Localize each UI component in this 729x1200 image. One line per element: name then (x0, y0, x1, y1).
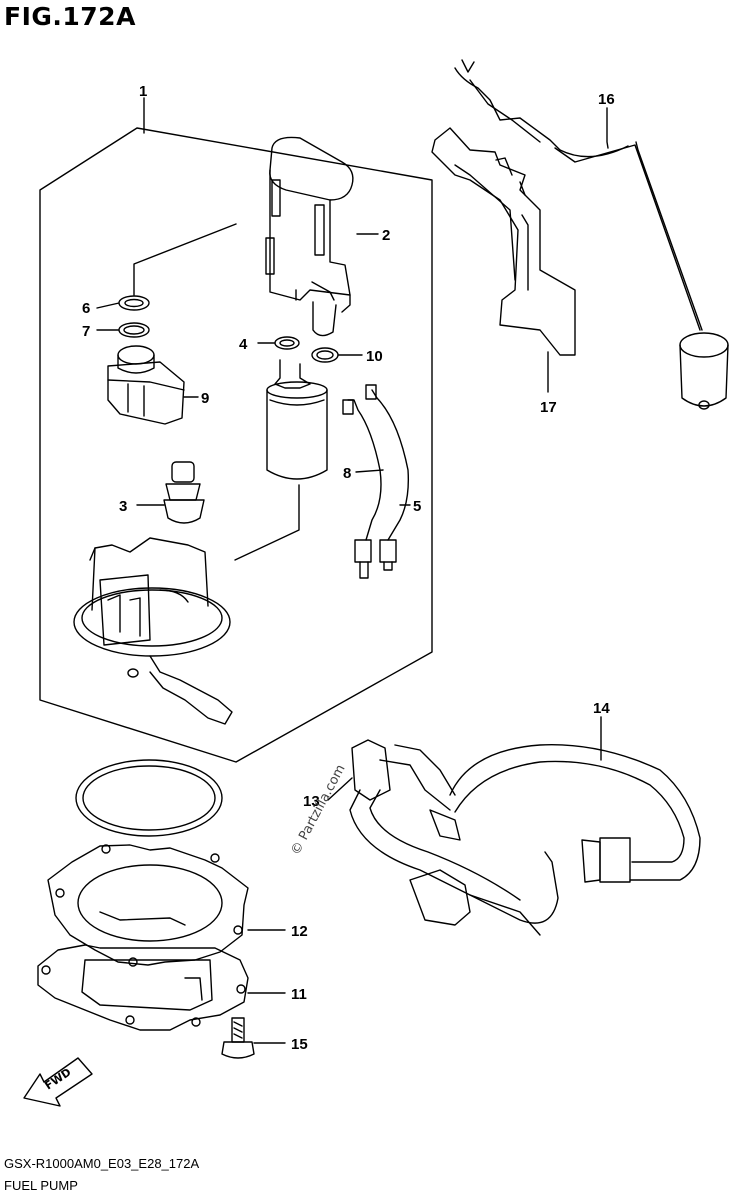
callout-15: 15 (291, 1036, 308, 1053)
callout-10: 10 (366, 348, 383, 365)
callout-labels: 1 2 3 4 5 6 7 8 9 10 11 12 13 14 15 16 1… (82, 83, 615, 1053)
pump-wire-leads-part (342, 384, 410, 579)
pump-holder-bracket-part (265, 136, 354, 337)
pump-filter-cap-part (107, 345, 185, 425)
callout-13: 13 (303, 793, 320, 810)
forward-direction-arrow-icon (23, 1057, 93, 1107)
tank-o-ring-part (75, 759, 223, 837)
callout-7: 7 (82, 323, 90, 340)
gauge-mounting-bracket-part (431, 127, 576, 356)
washer-small-part (274, 336, 300, 350)
assembly-outline (39, 127, 433, 763)
diagram-code: GSX-R1000AM0_E03_E28_172A (4, 1156, 200, 1171)
watermark: © Partzilla.com (288, 762, 348, 858)
fuel-pump-motor-part (234, 359, 328, 561)
section-name: FUEL PUMP (4, 1178, 78, 1193)
mounting-plate-part (47, 844, 249, 967)
o-ring-small-part (118, 295, 150, 311)
callout-9: 9 (201, 390, 209, 407)
callout-6: 6 (82, 300, 90, 317)
fuel-pump-flange-housing-part (73, 537, 233, 725)
fuel-hose-assembly-part (349, 739, 701, 936)
leader-lines (96, 97, 609, 1044)
callout-8: 8 (343, 465, 351, 482)
figure-title: FIG.172A (4, 2, 136, 31)
pressure-regulator-part (163, 461, 205, 524)
callout-1: 1 (139, 83, 147, 100)
callout-3: 3 (119, 498, 127, 515)
callout-14: 14 (593, 700, 610, 717)
fuel-level-gauge-part (454, 59, 729, 410)
callout-2: 2 (382, 227, 390, 244)
flange-gasket-part (37, 944, 249, 1031)
callout-11: 11 (291, 986, 307, 1003)
washer-part (311, 347, 339, 363)
callout-17: 17 (540, 399, 557, 416)
callout-16: 16 (598, 91, 615, 108)
flange-bolt-part (221, 1017, 255, 1059)
callout-5: 5 (413, 498, 421, 515)
callout-4: 4 (239, 336, 248, 353)
callout-12: 12 (291, 923, 308, 940)
